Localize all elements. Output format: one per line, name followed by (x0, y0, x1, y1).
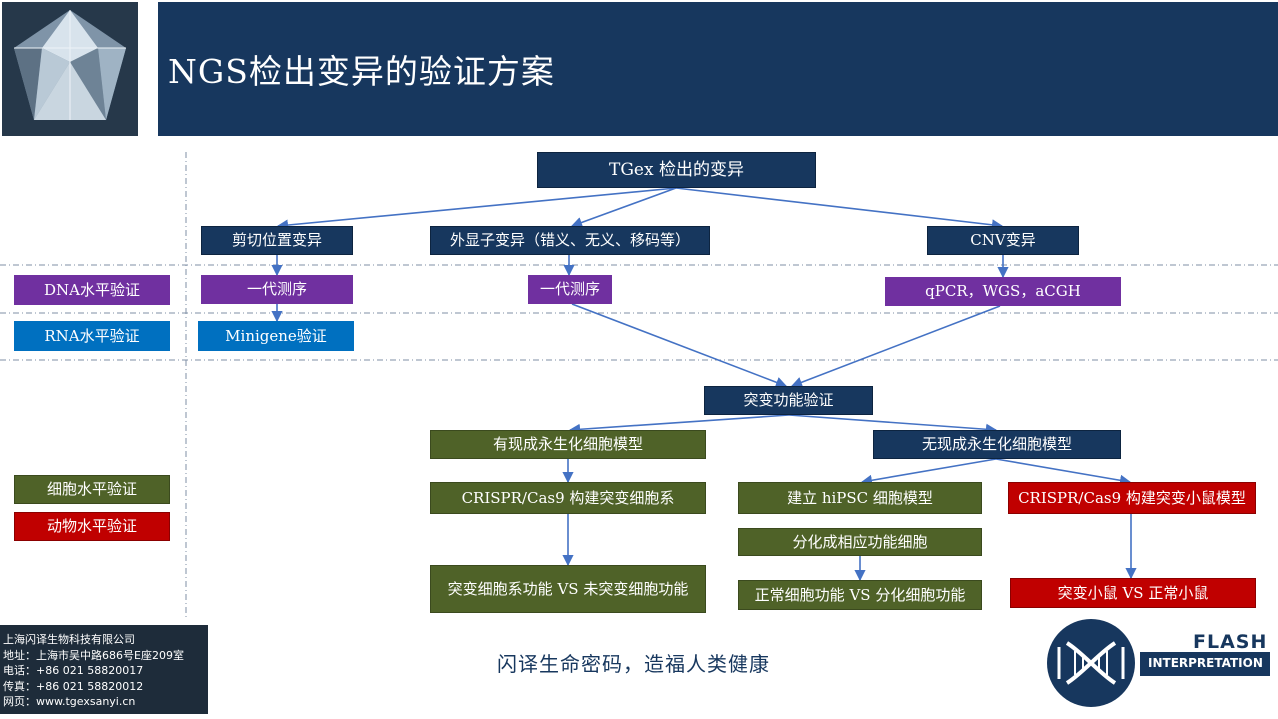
company-web: 网页：www.tgexsanyi.cn (3, 695, 136, 708)
company-fax: 传真：+86 021 58820012 (3, 679, 144, 693)
function-validation: 突变功能验证 (704, 386, 873, 415)
level-rna: RNA水平验证 (14, 321, 170, 351)
header-bar (158, 2, 1278, 136)
sanger-splice: 一代测序 (201, 275, 353, 304)
crispr-mouse-model: CRISPR/Cas9 构建突变小鼠模型 (1008, 482, 1256, 514)
arrow-root-cnv (675, 187, 1004, 231)
logo-text-interpretation: INTERPRETATION (1148, 656, 1263, 670)
cnv-methods: qPCR，WGS，aCGH (885, 277, 1121, 306)
page-title: NGS检出变异的验证方案 (168, 52, 555, 91)
compare-diff-function: 正常细胞功能 VS 分化细胞功能 (738, 580, 982, 610)
compare-mouse: 突变小鼠 VS 正常小鼠 (1010, 578, 1256, 608)
company-info: 上海闪译生物科技有限公司 地址：上海市吴中路686号E座209室 电话：+86 … (0, 625, 208, 714)
arrow-without-ipsc (860, 458, 997, 486)
logo-bar (1140, 652, 1270, 676)
arrow-root-splice (276, 187, 677, 231)
arrow-sanger-function (571, 303, 788, 388)
company-address: 地址：上海市吴中路686号E座209室 (3, 648, 184, 662)
compare-cell-function: 突变细胞系功能 VS 未突变细胞功能 (430, 565, 706, 613)
without-cell-model: 无现成永生化细胞模型 (873, 430, 1121, 459)
level-animal: 动物水平验证 (14, 512, 170, 541)
company-phone: 电话：+86 021 58820017 (3, 664, 144, 677)
hipsc-model: 建立 hiPSC 细胞模型 (738, 482, 982, 514)
root-node: TGex 检出的变异 (537, 152, 816, 188)
category-exon: 外显子变异（错义、无义、移码等） (430, 226, 710, 255)
arrow-root-exon (570, 187, 677, 228)
dna-logo-icon (1047, 619, 1135, 707)
sanger-exon: 一代测序 (528, 275, 612, 304)
with-cell-model: 有现成永生化细胞模型 (430, 430, 706, 459)
differentiate-cells: 分化成相应功能细胞 (738, 528, 982, 556)
logo-text-flash: FLASH (1193, 631, 1268, 653)
category-cnv: CNV变异 (927, 226, 1079, 255)
level-dna: DNA水平验证 (14, 275, 170, 305)
arrow-methods-function (790, 305, 1001, 388)
minigene-box: Minigene验证 (198, 321, 354, 351)
level-cell: 细胞水平验证 (14, 475, 170, 504)
crispr-cell-line: CRISPR/Cas9 构建突变细胞系 (430, 482, 706, 514)
slogan: 闪译生命密码，造福人类健康 (497, 652, 770, 676)
category-splice: 剪切位置变异 (201, 226, 353, 255)
arrow-without-mouse (995, 458, 1132, 486)
diamond-image (2, 2, 138, 136)
arrow-function-without (788, 414, 998, 435)
arrow-function-with (568, 414, 790, 435)
company-name: 上海闪译生物科技有限公司 (3, 633, 135, 646)
